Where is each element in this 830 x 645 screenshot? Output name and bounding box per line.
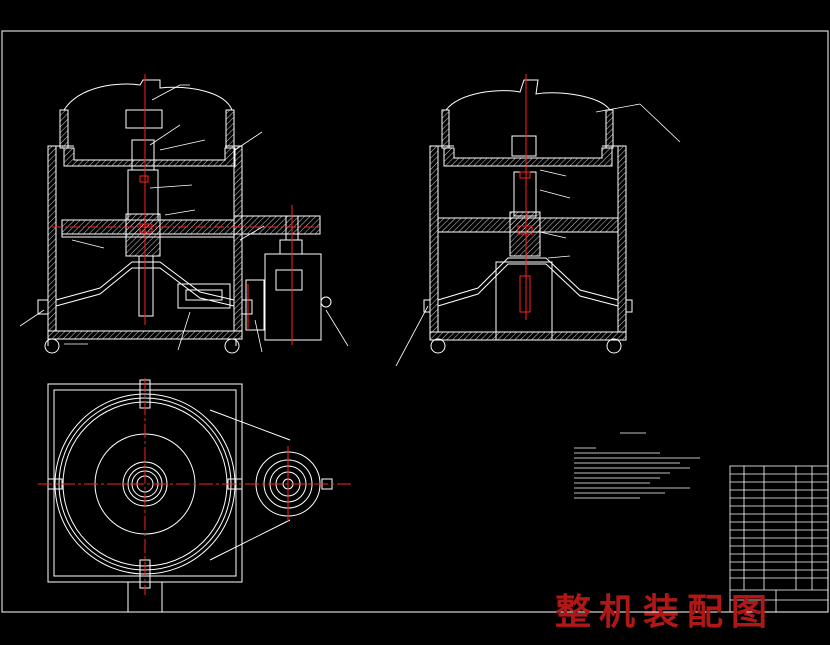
side-view-leaders — [395, 103, 681, 367]
top-view-plan — [47, 379, 333, 613]
front-view-section — [37, 79, 332, 354]
drawing-title-watermark: 整机装配图 — [555, 591, 776, 633]
top-view-centerlines — [38, 378, 354, 595]
front-view-centerlines — [52, 74, 322, 345]
front-view-leaders — [19, 84, 349, 353]
technical-notes — [574, 432, 700, 499]
side-view-centerlines — [517, 74, 533, 320]
side-view-section — [423, 79, 633, 354]
title-block — [729, 465, 829, 613]
drawing-border — [1, 30, 829, 613]
